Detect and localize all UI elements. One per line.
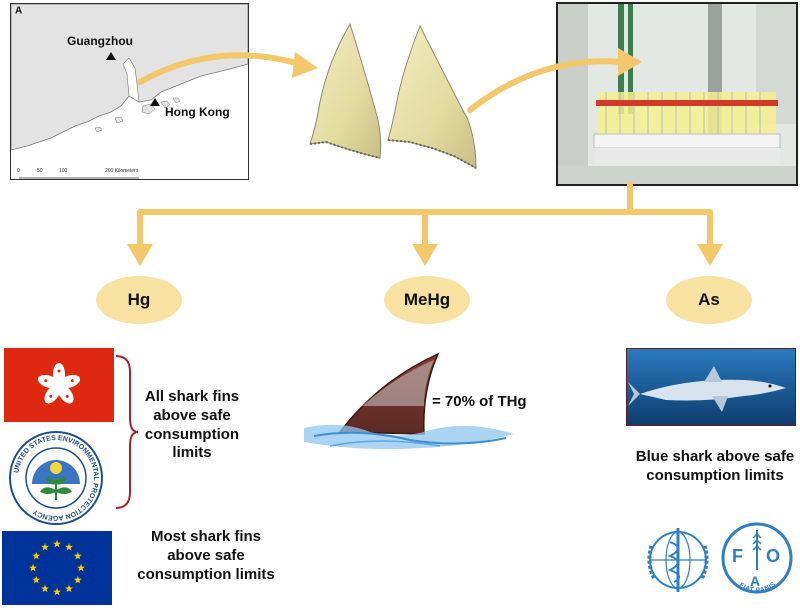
shark-fin-samples [309,22,477,169]
eu-star-icon [53,587,61,596]
scale-label: 50 [37,168,43,174]
pearl-river-delta-map: A Guangzhou Hong Kong 0 50 100 200 Kilom… [11,4,248,179]
map-panel: A Guangzhou Hong Kong 0 50 100 200 Kilom… [10,3,249,180]
epa-seal-icon: UNITED STATES ENVIRONMENTAL PROTECTION A… [9,431,103,525]
city-label-hong-kong: Hong Kong [165,105,230,119]
finding-hg-most: Most shark fins above safe consumption l… [137,528,275,583]
eu-star-icon [73,551,82,560]
scale-label: 100 [59,168,68,174]
finding-as-blue: Blue shark above safe consumption limits [635,448,795,484]
eu-star-icon [41,543,49,551]
shark-fin-in-water-icon [304,352,514,450]
eu-star-icon [41,584,49,593]
analyte-bubble-as: As [666,276,752,324]
eu-star-icon [65,543,73,551]
eu-star-icon [32,551,41,560]
flow-arrows [127,48,723,266]
scale-label: 200 Kilometers [105,168,139,174]
analyte-bubble-hg: Hg [96,276,182,324]
hong-kong-marker [150,98,160,106]
analyte-bubble-mehg: MeHg [384,276,470,324]
svg-text:F: F [732,546,743,566]
eu-star-icon [73,575,82,584]
eu-star-icon [29,563,37,572]
eu-star-icon [53,539,61,548]
finding-hg-all: All shark fins above safe consumption li… [144,388,240,462]
svg-text:A: A [750,573,760,589]
shark-fin-sample [309,22,382,159]
svg-text:O: O [766,546,780,566]
eu-star-icon [77,563,85,572]
finding-mehg-share: = 70% of THg [432,393,527,410]
guangzhou-marker [106,52,116,60]
fao-emblem-icon: F O A FIAT PANIS [721,522,793,594]
eu-star-icon [65,584,73,593]
panel-letter: A [15,5,22,16]
city-label-guangzhou: Guangzhou [67,34,133,48]
sample-digestion-photo [558,4,796,184]
scale-label: 0 [17,168,20,174]
lab-photo-panel [556,2,798,186]
who-emblem-icon [647,528,709,592]
hong-kong-flag-icon [4,348,114,422]
eu-star-icon [32,575,41,584]
blue-shark-photo [626,348,796,426]
shark-fin-sample [387,24,477,169]
eu-flag-icon [2,531,112,605]
grouping-bracket [115,355,139,509]
